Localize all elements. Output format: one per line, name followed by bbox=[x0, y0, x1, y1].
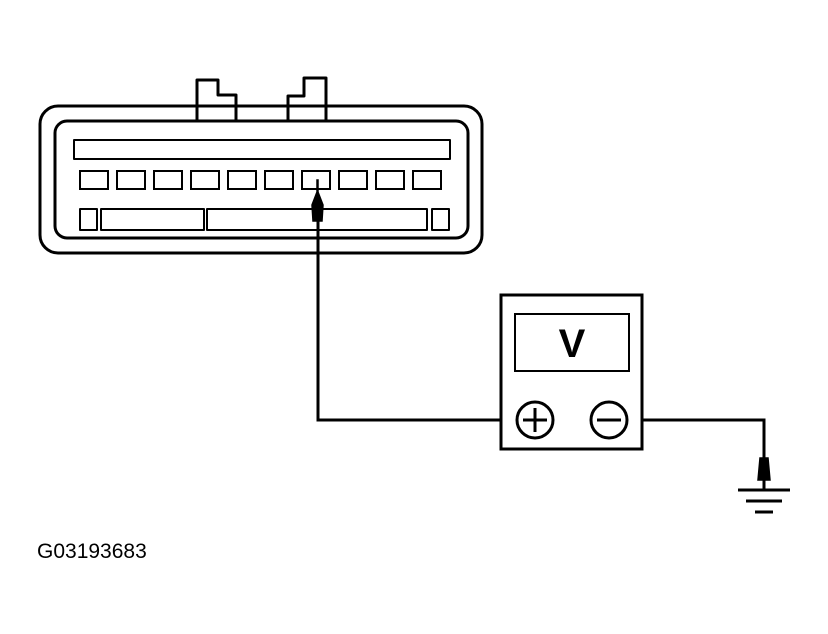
electrical-connector-icon bbox=[38, 76, 484, 255]
test-leads bbox=[316, 221, 766, 458]
positive-lead-wire bbox=[316, 221, 518, 422]
terminal-cavity bbox=[116, 170, 146, 190]
terminal-cavity bbox=[227, 170, 257, 190]
terminal-cavity-row bbox=[79, 170, 442, 190]
terminal-cavity bbox=[190, 170, 220, 190]
terminal-cavity bbox=[79, 170, 109, 190]
test-probe-icon bbox=[311, 179, 324, 222]
voltmeter-display-letter: V bbox=[559, 322, 586, 366]
terminal-cavity bbox=[153, 170, 183, 190]
voltmeter-display bbox=[514, 313, 630, 372]
terminal-cavity bbox=[264, 170, 294, 190]
terminal-cavity bbox=[412, 170, 442, 190]
negative-terminal: − bbox=[589, 400, 629, 440]
ground-clip-icon bbox=[757, 457, 771, 490]
terminal-cavity bbox=[301, 170, 331, 190]
terminal-cavity bbox=[338, 170, 368, 190]
ground-symbol-icon bbox=[738, 488, 790, 514]
figure-id-label: G03193683 bbox=[37, 540, 147, 563]
terminal-cavity bbox=[375, 170, 405, 190]
positive-terminal: + bbox=[515, 400, 555, 440]
voltmeter: V + − bbox=[499, 293, 644, 451]
negative-lead-wire bbox=[626, 418, 766, 458]
